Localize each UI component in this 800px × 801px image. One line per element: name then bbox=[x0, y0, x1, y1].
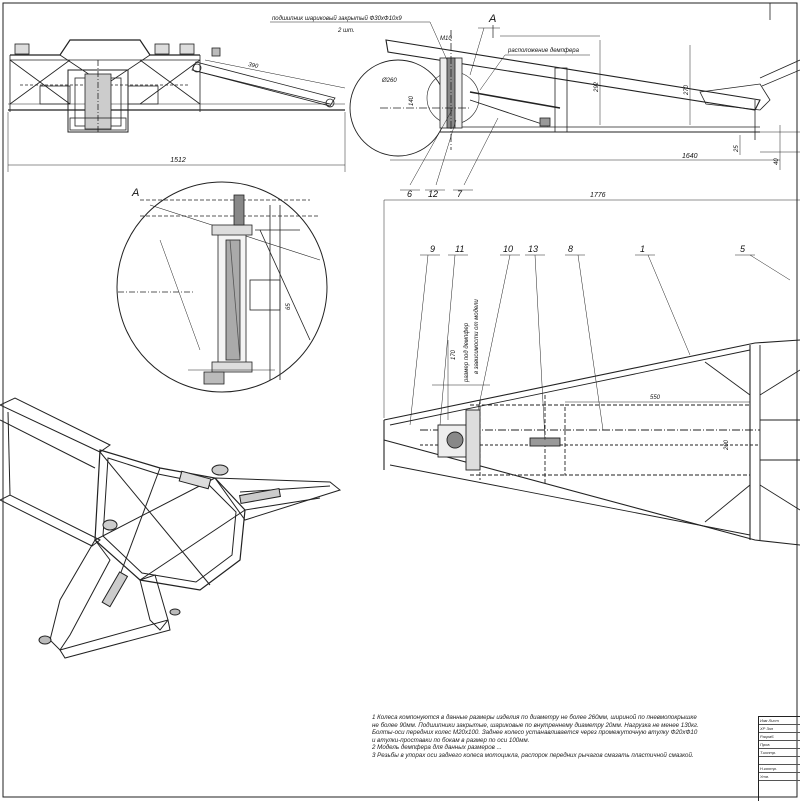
side-view bbox=[270, 21, 800, 191]
detail-label: A bbox=[131, 187, 139, 199]
damper-note: расположение демпфера bbox=[507, 48, 580, 54]
pivot-height-dim: 140 bbox=[409, 95, 415, 106]
isometric-view bbox=[0, 397, 342, 659]
callout-13: 13 bbox=[528, 244, 538, 254]
plan-frame-len-dim: 550 bbox=[650, 395, 661, 401]
note-line: 3 Резьбы в упорах оси заднего колеса мот… bbox=[372, 751, 694, 759]
callout-8: 8 bbox=[568, 244, 573, 254]
note-line: 2 Модель демпфера для данных размеров ..… bbox=[372, 744, 502, 752]
callout-7: 7 bbox=[457, 189, 463, 199]
plan-frame-w-dim: 200 bbox=[724, 439, 730, 451]
title-block-row bbox=[759, 757, 800, 765]
callout-11: 11 bbox=[455, 244, 464, 254]
detail-a bbox=[116, 181, 328, 393]
wheel-dia-dim: Ø260 bbox=[381, 78, 397, 84]
offset-low-dim: 40 bbox=[774, 158, 780, 165]
plan-side-dim: 170 bbox=[451, 349, 457, 360]
bearing-note: подшипник шариковый закрытый Ф30хФ10х9 bbox=[272, 15, 402, 22]
height-top-dim: 270 bbox=[684, 84, 690, 96]
damper-size-note: размер под демпфер bbox=[464, 322, 470, 383]
title-block: Изм Лист ХР 3ол Разраб. Пров. Т.контр. Н… bbox=[758, 716, 800, 801]
title-block-row: Пров. bbox=[759, 741, 800, 749]
title-block-row: Н.контр. bbox=[759, 765, 800, 773]
callout-12: 12 bbox=[428, 189, 438, 199]
callout-5: 5 bbox=[740, 244, 746, 254]
callout-1: 1 bbox=[640, 244, 645, 254]
plan-total-dim: 1776 bbox=[590, 192, 606, 199]
side-length-dim: 1640 bbox=[682, 153, 698, 160]
title-block-row: Изм Лист bbox=[759, 717, 800, 725]
offset-small-dim: 25 bbox=[734, 145, 740, 153]
title-block-row: Утв. bbox=[759, 773, 800, 781]
title-block-row: ХР 3ол bbox=[759, 725, 800, 733]
height-mid-dim: 292 bbox=[594, 81, 600, 93]
bearing-qty: 2 шт. bbox=[337, 28, 355, 34]
front-view bbox=[7, 39, 346, 172]
title-block-row: Т.контр. bbox=[759, 749, 800, 757]
per-model-note: в зависимости от модели bbox=[474, 299, 480, 374]
note-line: не более 90мм. Подшипники закрытые, шари… bbox=[372, 721, 699, 729]
note-line: 1 Колеса компонуются в данные размеры из… bbox=[372, 714, 697, 721]
plan-view bbox=[383, 199, 800, 546]
detail-dim: 65 bbox=[286, 303, 292, 310]
front-arm-dim: 390 bbox=[248, 62, 260, 70]
title-block-row: Разраб. bbox=[759, 733, 800, 741]
callout-6: 6 bbox=[407, 189, 412, 199]
general-notes: 1 Колеса компонуются в данные размеры из… bbox=[372, 714, 757, 760]
section-label-a: A bbox=[488, 13, 496, 25]
thread-dim: M10 bbox=[440, 36, 452, 42]
callout-9: 9 bbox=[430, 244, 435, 254]
note-line: Болты-оси передних колес М20х100. Заднее… bbox=[372, 729, 698, 737]
note-line: и втулки-проставки по бокам в размер по … bbox=[372, 736, 530, 744]
callout-10: 10 bbox=[503, 244, 513, 254]
front-width-dim: 1512 bbox=[170, 157, 186, 164]
